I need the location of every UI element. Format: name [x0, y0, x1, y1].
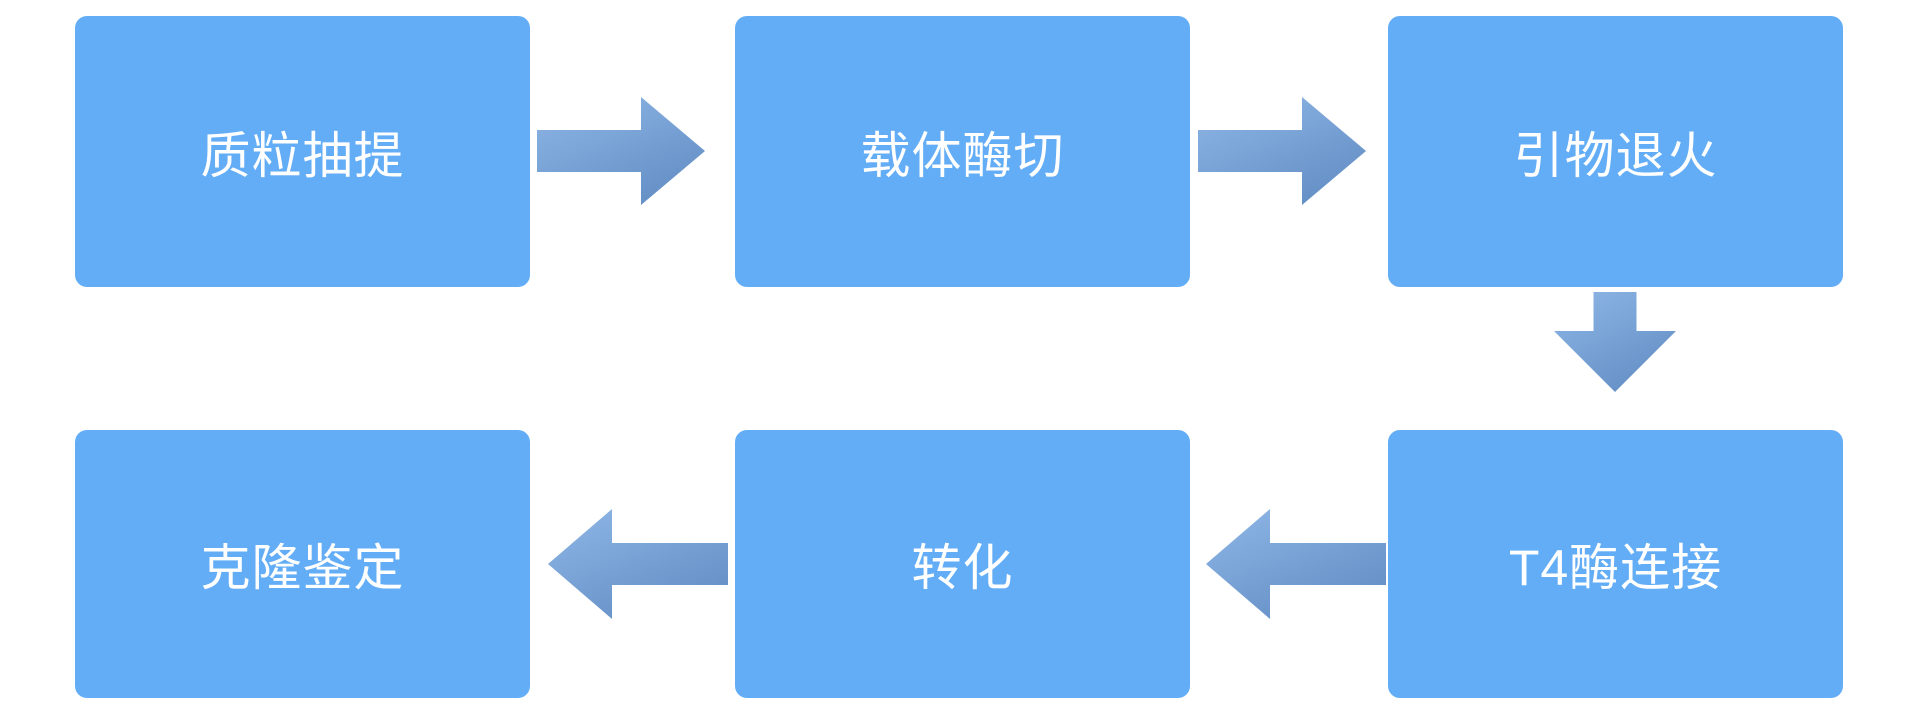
flow-node-label: 载体酶切	[860, 127, 1065, 184]
arrow-right-icon	[1198, 97, 1366, 205]
flow-node-step-6: 克隆鉴定	[75, 430, 530, 698]
flow-node-label: 引物退火	[1513, 127, 1718, 184]
arrow-right-icon	[537, 97, 705, 205]
arrow-left-icon	[1206, 509, 1386, 619]
arrow-down-icon	[1554, 292, 1676, 392]
arrow-left-icon	[548, 509, 728, 619]
flow-node-step-2: 载体酶切	[735, 16, 1190, 287]
flow-node-step-3: 引物退火	[1388, 16, 1843, 287]
flow-node-label: 转化	[911, 540, 1014, 596]
flow-node-label: 克隆鉴定	[200, 540, 405, 596]
flow-node-step-4: T4酶连接	[1388, 430, 1843, 698]
flow-node-label: 质粒抽提	[200, 127, 405, 184]
flow-node-step-1: 质粒抽提	[75, 16, 530, 287]
flow-node-step-5: 转化	[735, 430, 1190, 698]
flow-node-label: T4酶连接	[1508, 540, 1723, 596]
